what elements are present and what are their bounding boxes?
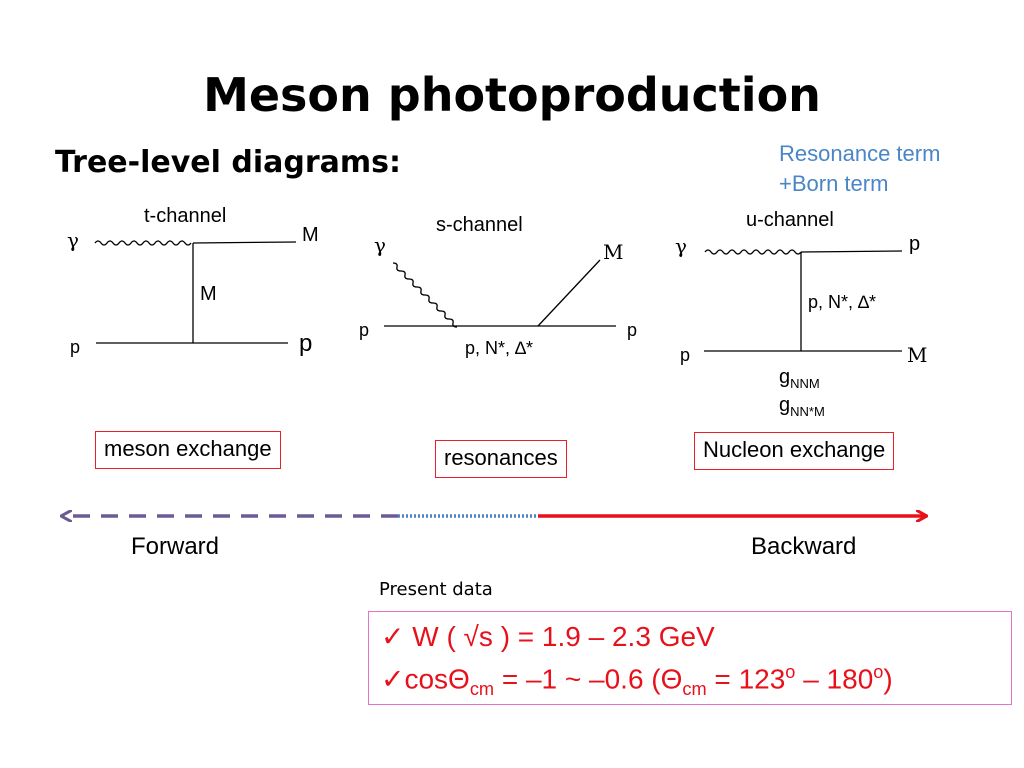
section-heading: Tree-level diagrams: <box>55 145 401 180</box>
u-channel-gamma: γ <box>675 234 687 258</box>
note-resonance-term: Resonance term <box>779 141 941 166</box>
present-data-energy-range: ✓ W ( √s ) = 1.9 – 2.3 GeV <box>381 621 715 652</box>
s-channel-label: s-channel <box>436 214 523 236</box>
forward-label: Forward <box>131 533 220 560</box>
present-data-angle-range: ✓cosΘcm = –1 ~ –0.6 (Θcm = 123o – 180o) <box>381 662 893 699</box>
u-channel-photon-line <box>704 249 802 255</box>
t-channel-meson-out <box>192 241 297 244</box>
present-data-box <box>368 611 1012 705</box>
s-channel-photon-line <box>392 262 458 328</box>
note-born-term: +Born term <box>779 171 889 196</box>
t-channel-p-in: p <box>70 337 81 357</box>
meson-exchange-box: meson exchange <box>95 431 281 469</box>
u-channel-coupling-gnnstarm: gNN*M <box>779 394 825 419</box>
nucleon-exchange-box: Nucleon exchange <box>694 432 895 470</box>
t-channel-M-out: M <box>302 224 319 246</box>
u-channel-coupling-gnnm: gNNM <box>779 366 820 391</box>
s-channel-meson-out <box>537 259 601 327</box>
u-channel-proton-out <box>800 250 903 253</box>
s-channel-intermediate: p, N*, ∆* <box>465 338 534 358</box>
resonances-box: resonances <box>435 440 567 478</box>
t-channel-gamma: γ <box>67 228 79 252</box>
slide-title: Meson photoproduction <box>203 68 821 122</box>
u-channel-label: u-channel <box>746 209 834 231</box>
t-channel-label: t-channel <box>144 205 227 227</box>
u-channel-p-out: p <box>909 233 921 255</box>
present-data-caption: Present data <box>379 579 493 600</box>
backward-label: Backward <box>751 533 857 560</box>
s-channel-gamma: γ <box>374 233 386 257</box>
t-channel-M-exchange: M <box>200 283 217 305</box>
u-channel-M-out: M <box>907 343 928 367</box>
s-channel-p-out: p <box>627 320 638 340</box>
t-channel-p-out: p <box>299 330 313 357</box>
s-channel-p-in: p <box>359 320 370 340</box>
s-channel-M-out: M <box>603 240 624 264</box>
u-channel-p-in: p <box>680 345 691 365</box>
u-channel-intermediate: p, N*, ∆* <box>808 292 877 312</box>
t-channel-photon-line <box>94 240 192 246</box>
